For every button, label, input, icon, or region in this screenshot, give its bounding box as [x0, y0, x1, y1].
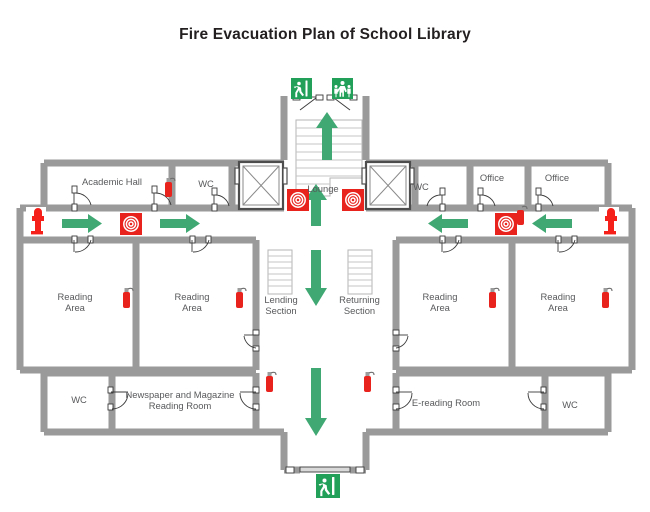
extinguisher-academic-hall: [165, 177, 176, 197]
extinguisher-newspaper-room: [266, 371, 277, 392]
extinguisher-reading-area-2: [236, 287, 247, 308]
evacuation-arrows: [62, 112, 572, 436]
exit-sign-bottom: [316, 474, 340, 498]
fire-extinguishers: [123, 177, 613, 392]
exit-sign-top-stairs: [291, 78, 312, 99]
doors: [71, 94, 578, 474]
fire-hydrant-left: [26, 207, 46, 235]
exit-sign-top-assembly: [332, 78, 353, 99]
arrow-right-corridor-1: [428, 214, 468, 233]
arrow-center-down: [305, 250, 327, 306]
elevator-west: [234, 160, 288, 211]
arrow-lower-corridor-down: [305, 368, 327, 436]
fire-hydrant-right: [599, 207, 619, 235]
arrow-right-corridor-2: [532, 214, 572, 233]
arrow-left-corridor-1: [62, 214, 102, 233]
extinguisher-e-reading-room: [364, 371, 375, 392]
hose-reel-left-corridor: [120, 213, 142, 235]
building-walls: [16, 96, 636, 474]
arrow-left-corridor-2: [160, 214, 200, 233]
hose-reel-right-corridor: [495, 213, 517, 235]
hose-reel-lounge-east: [342, 189, 364, 211]
extinguisher-reading-area-3: [489, 287, 500, 308]
stair-lending: [267, 249, 293, 295]
extinguisher-reading-area-1: [123, 287, 134, 308]
hose-reel-lounge-west: [287, 189, 309, 211]
arrow-lounge-up: [305, 184, 327, 226]
extinguisher-office-corridor: [517, 205, 528, 225]
page-title: Fire Evacuation Plan of School Library: [179, 26, 471, 43]
extinguisher-reading-area-4: [602, 287, 613, 308]
stair-returning: [347, 249, 373, 295]
elevator-east: [361, 160, 415, 211]
arrow-stairwell-up: [316, 112, 338, 160]
